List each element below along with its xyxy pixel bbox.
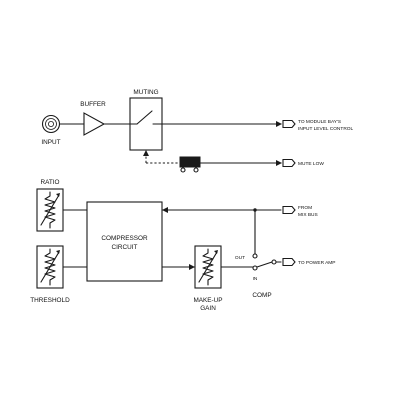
arrowhead-makeup [189, 264, 195, 270]
compressor-label-1: COMPRESSOR [101, 235, 148, 242]
comp-switch-icon [256, 259, 277, 268]
input-jack-icon [41, 114, 61, 134]
compressor-circuit-block [86, 201, 163, 282]
ratio-label: RATIO [40, 179, 59, 186]
connector-mix-bus-icon [282, 205, 296, 215]
arrowhead-module-bay [276, 121, 282, 127]
switch-in-terminal [252, 265, 258, 271]
mute-low-label: MUTE LOW [298, 161, 324, 167]
switch-out-terminal [252, 253, 258, 259]
ratio-potentiometer-icon [40, 191, 60, 229]
connector-power-amp-icon [282, 257, 296, 267]
muting-switch-icon [129, 110, 163, 125]
makeup-label-2: GAIN [200, 305, 216, 312]
threshold-potentiometer-icon [40, 248, 60, 286]
input-label: INPUT [41, 139, 60, 146]
buffer-amplifier-icon [83, 112, 106, 136]
connector-module-bay-icon [282, 119, 296, 129]
mute-control-path [143, 150, 282, 164]
makeup-label-1: MAKE-UP [193, 297, 222, 304]
makeup-gain-potentiometer-icon [198, 248, 218, 286]
threshold-label: THRESHOLD [30, 297, 70, 304]
mix-bus-label-1: FROM [298, 205, 312, 211]
comp-label: COMP [252, 292, 271, 299]
connector-mute-low-icon [282, 158, 296, 168]
compressor-label-2: CIRCUIT [112, 244, 138, 251]
mix-bus-label-2: MIX BUS [298, 212, 318, 218]
switch-out-label: OUT [235, 255, 245, 261]
arrowhead-mute [276, 160, 282, 166]
module-bay-label-2: INPUT LEVEL CONTROL [298, 126, 354, 132]
arrowhead-mixbus-compressor [162, 207, 168, 213]
module-bay-label-1: TO MODULE BAY'S [298, 119, 341, 125]
optocoupler-icon [179, 156, 201, 173]
switch-in-label: IN [253, 276, 258, 282]
power-amp-label: TO POWER AMP [298, 260, 336, 266]
muting-label: MUTING [133, 89, 158, 96]
buffer-label: BUFFER [80, 101, 106, 108]
